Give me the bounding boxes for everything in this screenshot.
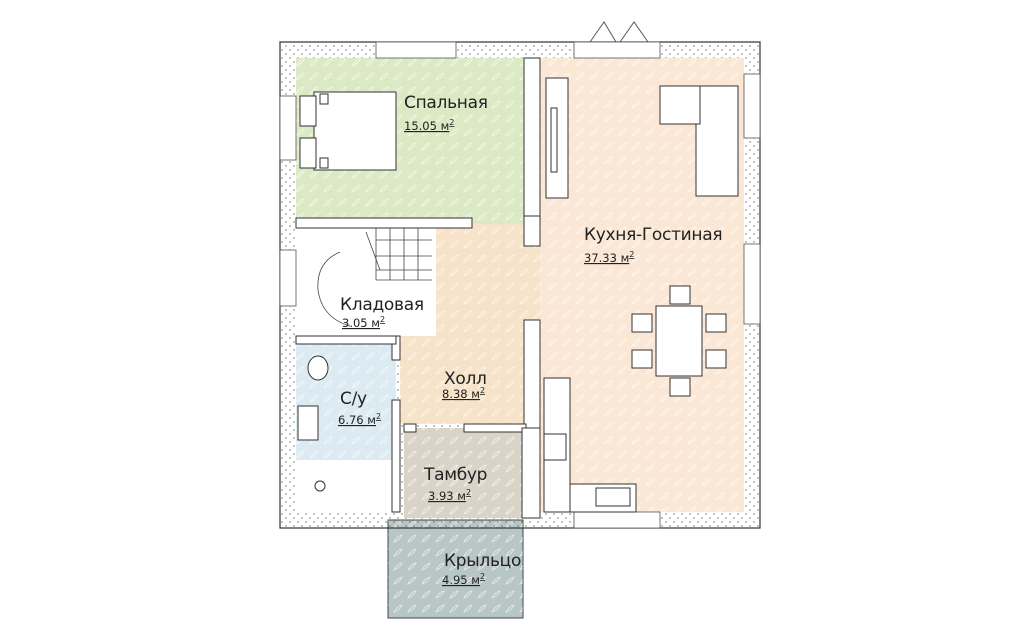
bathroom-annex (296, 460, 396, 512)
storage-floor (296, 228, 436, 336)
bathroom-label: С/у (340, 389, 367, 409)
kitchen-area: 37.33 м2 (584, 250, 634, 265)
kitchen-label: Кухня-Гостиная (584, 225, 722, 245)
porch-area: 4.95 м2 (442, 572, 485, 587)
room-labels: Спальная 15.05 м2 Кухня-Гостиная 37.33 м… (338, 93, 723, 587)
bed-icon (299, 91, 397, 171)
kitchen-counter-icon (543, 377, 637, 513)
vestibule-area: 3.93 м2 (428, 488, 471, 503)
sofa-icon (659, 85, 739, 197)
dining-table-icon (631, 285, 727, 397)
hall-area: 8.38 м2 (442, 386, 485, 401)
bedroom-area: 15.05 м2 (404, 118, 454, 133)
bathroom-fixtures (297, 355, 329, 492)
bedroom-label: Спальная (404, 93, 488, 113)
porch-label: Крыльцо (444, 551, 521, 571)
interior-walls (295, 57, 541, 519)
bathroom-area: 6.76 м2 (338, 412, 381, 427)
tv-icon (550, 107, 558, 173)
stairs-icon (317, 228, 432, 327)
hall-label: Холл (444, 369, 487, 389)
windows (279, 41, 761, 529)
storage-label: Кладовая (340, 295, 424, 315)
vestibule-label: Тамбур (423, 465, 487, 485)
entrance-door (589, 21, 649, 43)
storage-area: 3.05 м2 (342, 315, 385, 330)
